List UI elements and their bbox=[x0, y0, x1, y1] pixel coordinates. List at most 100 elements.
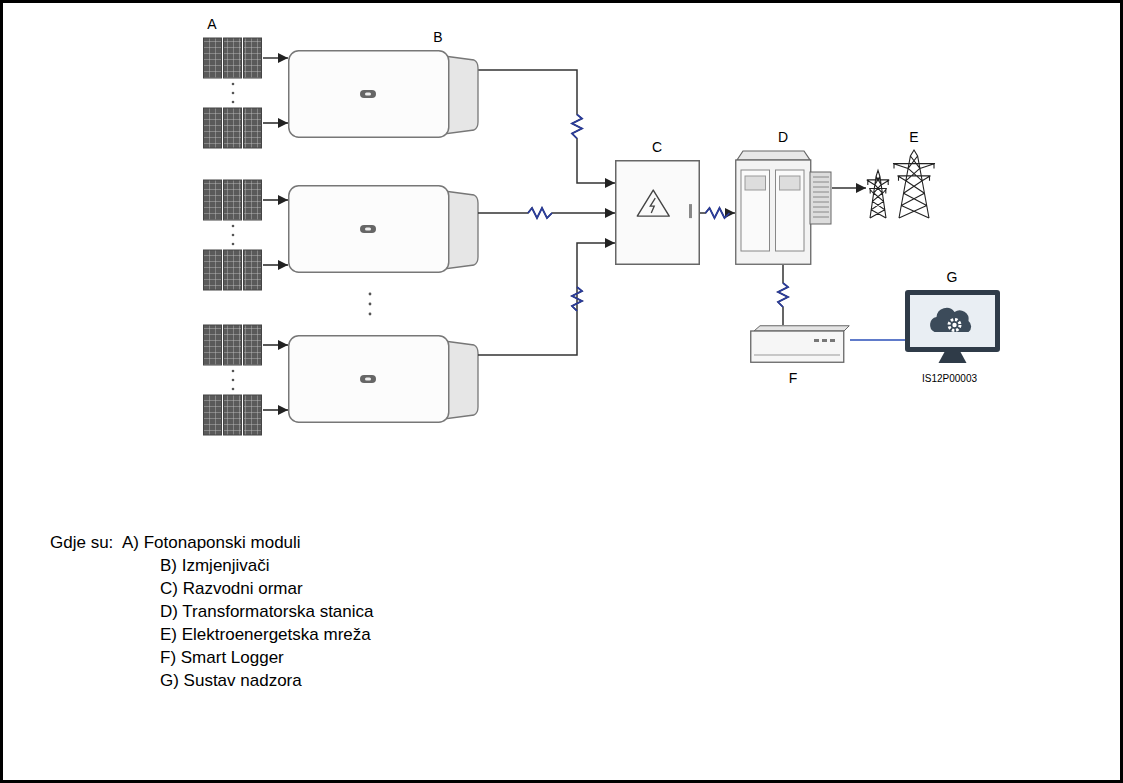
pv-module bbox=[224, 38, 242, 78]
dc-cable bbox=[263, 264, 288, 266]
ellipsis-dot bbox=[232, 101, 235, 104]
pv-module bbox=[224, 180, 242, 220]
pv-module bbox=[204, 108, 222, 148]
legend-intro: Gdje su: bbox=[50, 533, 113, 552]
icon bbox=[288, 50, 478, 138]
ellipsis-dot bbox=[232, 225, 235, 228]
dc-cable bbox=[263, 199, 288, 201]
cooling-fin bbox=[813, 192, 829, 193]
inverter-body bbox=[289, 186, 449, 273]
gear-symbol bbox=[949, 320, 960, 331]
cable bbox=[700, 208, 735, 218]
gear-hub bbox=[952, 323, 956, 327]
legend-entry: G) Sustav nadzora bbox=[160, 671, 302, 690]
pv-module bbox=[224, 250, 242, 290]
ac-cable bbox=[478, 208, 615, 218]
inverter-indicator-light bbox=[365, 378, 371, 381]
ellipsis-dot bbox=[232, 388, 235, 391]
pv-module bbox=[244, 325, 262, 365]
dc-cable bbox=[263, 344, 288, 346]
pv-module bbox=[224, 108, 242, 148]
cooling-fin bbox=[813, 187, 829, 188]
substation-door bbox=[741, 170, 770, 251]
cabinet-handle bbox=[689, 204, 692, 218]
substation-body bbox=[736, 160, 811, 264]
label-holder: B) Izmjenjivači bbox=[160, 556, 270, 576]
pylon bbox=[867, 170, 889, 218]
part-letter: A bbox=[207, 16, 216, 32]
pv-array bbox=[204, 325, 262, 435]
label-holder: B bbox=[433, 28, 442, 46]
pv-module bbox=[224, 325, 242, 365]
warning-triangle bbox=[637, 190, 669, 216]
ellipsis-dot bbox=[232, 234, 235, 237]
inverter-body bbox=[289, 51, 449, 138]
transformer-station: D bbox=[735, 150, 832, 265]
cable bbox=[478, 70, 615, 183]
pv-module bbox=[204, 395, 222, 435]
logger-port bbox=[822, 339, 827, 342]
pv-module bbox=[244, 108, 262, 148]
label-holder: E) Elektroenergetska mreža bbox=[160, 625, 371, 645]
pv-array bbox=[204, 180, 262, 290]
cable-symbol bbox=[572, 115, 582, 139]
legend-entry: B) Izmjenjivači bbox=[160, 556, 270, 575]
icon bbox=[615, 160, 700, 265]
label-holder: A bbox=[207, 15, 216, 33]
label-holder: Gdje su: bbox=[50, 533, 113, 553]
ellipsis-dot bbox=[232, 92, 235, 95]
substation-roof bbox=[737, 151, 810, 160]
part-letter: F bbox=[789, 370, 798, 386]
power-grid: E bbox=[866, 150, 934, 218]
monitoring-system: G bbox=[905, 290, 1000, 364]
inverter-indicator bbox=[360, 225, 376, 233]
cabinet-body bbox=[616, 161, 700, 265]
inverter bbox=[289, 336, 478, 423]
pv-module bbox=[244, 395, 262, 435]
pv-module bbox=[244, 38, 262, 78]
pv-array: A bbox=[203, 35, 263, 150]
pv-module bbox=[204, 180, 222, 220]
part-letter: B bbox=[433, 29, 442, 45]
inverter: B bbox=[288, 50, 478, 138]
label-holder: E bbox=[909, 128, 918, 146]
label-holder: A) Fotonaponski moduli bbox=[122, 533, 301, 553]
monitor-bezel bbox=[905, 290, 1000, 352]
label-holder: G) Sustav nadzora bbox=[160, 671, 302, 691]
label-holder: F bbox=[789, 369, 798, 387]
drawing-id: IS12P00003 bbox=[922, 373, 977, 384]
monitor-stand bbox=[939, 352, 967, 363]
door-window bbox=[780, 176, 801, 190]
legend-entry: D) Transformatorska stanica bbox=[160, 602, 374, 621]
pv-module bbox=[204, 325, 222, 365]
cooling-fin bbox=[813, 177, 829, 178]
cable bbox=[263, 57, 288, 59]
pv-module bbox=[224, 395, 242, 435]
icon bbox=[866, 150, 934, 218]
icon bbox=[203, 35, 263, 150]
door-window bbox=[745, 176, 766, 190]
ellipsis-dot bbox=[369, 303, 372, 306]
label-holder: D) Transformatorska stanica bbox=[160, 602, 374, 622]
icon bbox=[750, 325, 850, 363]
pv-module bbox=[204, 38, 222, 78]
legend-entry: F) Smart Logger bbox=[160, 648, 284, 667]
legend-entry: C) Razvodni ormar bbox=[160, 579, 303, 598]
cooling-fin bbox=[813, 182, 829, 183]
inverter-indicator bbox=[360, 90, 376, 98]
ellipsis-dot bbox=[232, 379, 235, 382]
inverter bbox=[289, 186, 478, 273]
dc-cable bbox=[263, 122, 288, 124]
part-letter: G bbox=[947, 269, 958, 285]
cooling-fin bbox=[813, 212, 829, 213]
dc-cable bbox=[263, 409, 288, 411]
ellipsis-dot bbox=[369, 313, 372, 316]
part-letter: D bbox=[778, 129, 788, 145]
substation-door bbox=[776, 170, 805, 251]
label-holder: C) Razvodni ormar bbox=[160, 579, 303, 599]
cable-symbol bbox=[706, 208, 730, 218]
legend-entry: E) Elektroenergetska mreža bbox=[160, 625, 371, 644]
legend-entry: A) Fotonaponski moduli bbox=[122, 533, 301, 552]
cooling-fin bbox=[813, 207, 829, 208]
